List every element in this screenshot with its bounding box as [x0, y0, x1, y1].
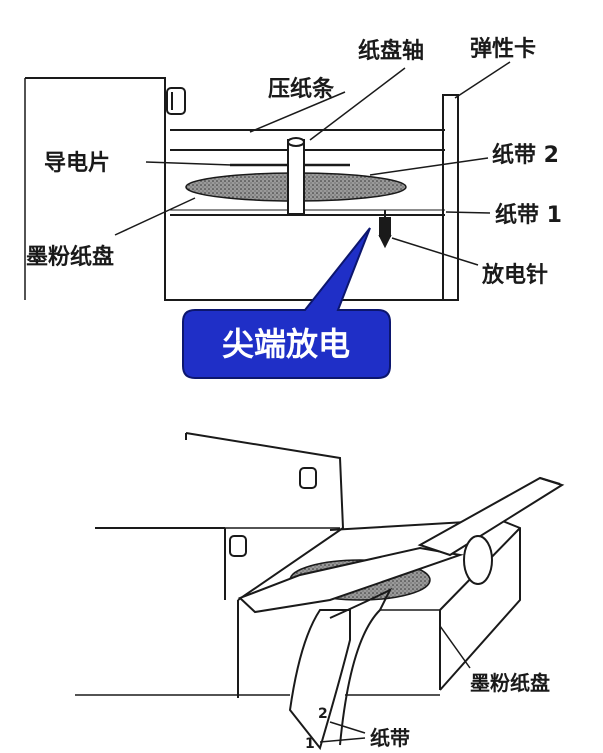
leader-tape-b: [319, 737, 366, 743]
housing-top: [185, 432, 345, 601]
label-discharge-needle: 放电针: [481, 262, 548, 288]
discharge-needle-tip: [378, 235, 392, 249]
elastic-clip-plate: [442, 94, 459, 301]
label-press-strip: 压纸条: [268, 76, 335, 102]
label-tape-bottom: 纸带: [370, 726, 410, 750]
knob-bottom-1: [299, 467, 317, 489]
label-tape-2: 纸带 2: [492, 142, 559, 168]
bottom-diagram: [75, 432, 565, 751]
label-paper-tray-shaft: 纸盘轴: [358, 38, 424, 64]
knob-bottom-2: [229, 535, 247, 557]
label-toner-tray: 墨粉纸盘: [26, 244, 114, 270]
knob: [166, 87, 186, 115]
tape-upper-end: [539, 477, 561, 485]
tape-down-1: [288, 609, 351, 751]
discharge-needle: [379, 217, 391, 237]
leader-clip: [454, 61, 511, 99]
conductive-sheet-bottom: [238, 546, 464, 614]
label-elastic-clip: 弹性卡: [470, 37, 536, 62]
callout-text: 尖端放电: [222, 325, 350, 363]
callout-bubble: [182, 227, 391, 379]
roll: [463, 535, 493, 585]
leader-toner-bottom: [439, 625, 471, 669]
leader-toner: [114, 197, 196, 236]
leader-tape-1: [445, 211, 491, 214]
label-conductive-sheet: 导电片: [44, 151, 110, 176]
leader-tape-2: [369, 157, 489, 176]
label-toner-tray-bottom: 墨粉纸盘: [470, 671, 550, 695]
callout-point-discharge: 尖端放电: [182, 227, 391, 379]
shaft-top: [287, 137, 305, 147]
tape-down-2: [329, 587, 393, 746]
leader-shaft: [309, 67, 406, 141]
label-number-2: 2: [318, 706, 328, 722]
leader-press-strip: [249, 91, 346, 133]
label-tape-1: 纸带 1: [495, 202, 562, 228]
tape-upper: [417, 476, 565, 557]
label-number-1: 1: [305, 736, 315, 752]
top-diagram: [24, 61, 511, 301]
paper-tray-shaft: [287, 139, 305, 215]
leader-tape-a: [329, 721, 366, 734]
leader-conductive: [145, 161, 233, 166]
leader-needle: [391, 237, 479, 266]
